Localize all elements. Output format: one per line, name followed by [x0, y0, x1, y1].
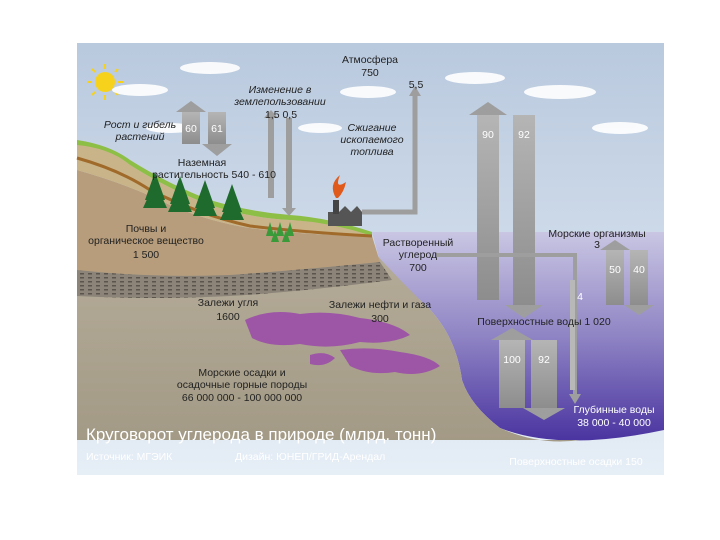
source-credit: Источник: МГЭИК [86, 451, 173, 463]
surface-sediment-label: Поверхностные осадки 150 [509, 456, 643, 468]
growth-label-1: Рост и гибель [104, 119, 176, 131]
sediment-value: 66 000 000 - 100 000 000 [182, 392, 302, 404]
sediment-label-1: Морские осадки и [198, 367, 285, 379]
soil-label-2: органическое вещество [88, 235, 204, 247]
deep-water-value: 38 000 - 40 000 [577, 417, 651, 429]
oil-gas-label: Залежи нефти и газа [329, 299, 431, 311]
soil-value: 1 500 [133, 249, 159, 261]
diagram-title: Круговорот углерода в природе (млрд. тон… [86, 425, 436, 444]
atmosphere-label: Атмосфера [342, 54, 398, 66]
marine-org-value: 3 [594, 239, 600, 251]
sediment-label-2: осадочные горные породы [177, 379, 307, 391]
ocean-down-value: 92 [518, 129, 530, 141]
ground-veg-label-1: Наземная [178, 157, 226, 169]
marine-small-value: 4 [577, 291, 583, 303]
ocean-up-value: 90 [482, 129, 494, 141]
marine-up-value: 50 [609, 264, 621, 276]
land-use-label-1: Изменение в [249, 84, 312, 96]
coal-label: Залежи угля [198, 297, 259, 309]
dissolved-value: 700 [409, 262, 427, 274]
oil-gas-value: 300 [371, 313, 389, 325]
deep-up-value: 100 [503, 354, 521, 366]
land-use-values: 1,5 0,5 [265, 109, 297, 121]
growth-value-up: 60 [185, 123, 197, 135]
fossil-label-1: Сжигание [347, 122, 396, 134]
land-use-label-2: землепользовании [233, 96, 326, 108]
growth-label-2: растений [115, 131, 165, 143]
ground-veg-label-2: растительность 540 - 610 [152, 169, 276, 181]
dissolved-label-1: Растворенный [383, 237, 454, 249]
soil-label-1: Почвы и [126, 223, 167, 235]
deep-water-label: Глубинные воды [573, 404, 654, 416]
deep-down-value: 92 [538, 354, 550, 366]
coal-value: 1600 [216, 311, 240, 323]
growth-value-down: 61 [211, 123, 223, 135]
surface-water-label: Поверхностные воды 1 020 [477, 316, 611, 328]
atmosphere-value: 750 [361, 67, 379, 79]
dissolved-label-2: углерод [399, 249, 437, 261]
fossil-value: 5,5 [409, 79, 424, 91]
fossil-label-2: ископаемого [340, 134, 403, 146]
design-credit: Дизайн: ЮНЕП/ГРИД-Арендал [235, 451, 385, 463]
marine-down-value: 40 [633, 264, 645, 276]
fossil-label-3: топлива [350, 146, 393, 158]
arrow-marine-small [570, 280, 575, 390]
